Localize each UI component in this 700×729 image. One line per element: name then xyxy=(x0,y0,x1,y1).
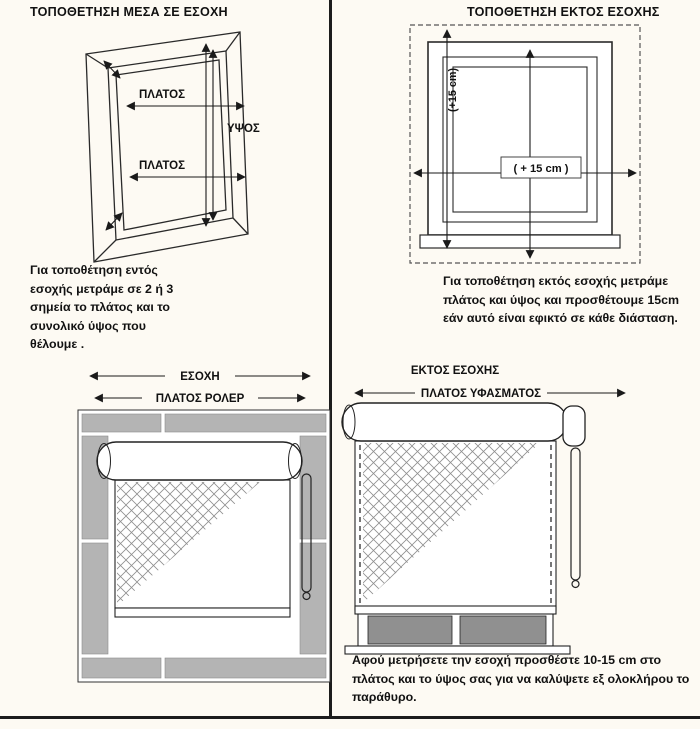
width-plus-label: ( + 15 cm ) xyxy=(513,163,568,175)
roller-tube xyxy=(96,441,303,481)
fabric-bottom-bar xyxy=(114,607,291,618)
window-pane-left xyxy=(367,615,453,645)
fabric-bottom-bar xyxy=(354,605,557,615)
inside-recess-window-diagram: ΠΛΑΤΟΣ ΥΨΟΣ ΠΛΑΤΟΣ xyxy=(85,31,260,263)
vertical-divider xyxy=(329,0,332,717)
fabric-net-texture xyxy=(363,443,540,603)
width-label-bottom: ΠΛΑΤΟΣ xyxy=(139,160,185,172)
fabric-width-label: ΠΛΑΤΟΣ ΥΦΑΣΜΑΤΟΣ xyxy=(421,388,541,400)
height-label: ΥΨΟΣ xyxy=(227,123,260,135)
outside-recess-window-diagram: (+15 cm) ( + 15 cm ) xyxy=(409,24,641,264)
outside-recess-labels: (+15 cm) ( + 15 cm ) xyxy=(447,67,582,179)
measurement-arrows xyxy=(103,43,246,231)
outside-recess-description: Για τοποθέτηση εκτός εσοχής μετράμε πλάτ… xyxy=(443,274,680,326)
recess-label: ΕΣΟΧΗ xyxy=(180,371,220,383)
window-behind xyxy=(344,607,571,655)
window-pane-right xyxy=(459,615,547,645)
roller-outside-description: Αφού μετρήσετε την εσοχή προσθέστε 10-15… xyxy=(352,653,690,705)
label-arrows xyxy=(89,371,311,403)
roller-width-label: ΠΛΑΤΟΣ ΡΟΛΕΡ xyxy=(156,393,245,405)
corner-arrow-top xyxy=(103,60,121,79)
pull-chain xyxy=(570,447,581,589)
outside-recess-title: ΤΟΠΟΘΕΤΗΣΗ ΕΚΤΟΣ ΕΣΟΧΗΣ xyxy=(467,5,660,19)
roller-inside-recess-diagram: ΕΣΟΧΗ ΠΛΑΤΟΣ ΡΟΛΕΡ xyxy=(77,371,331,683)
window-sill xyxy=(419,234,621,249)
width-label-top: ΠΛΑΤΟΣ xyxy=(139,89,185,101)
window-sill xyxy=(344,645,571,655)
roller-outside-recess-diagram: ΕΚΤΟΣ ΕΣΟΧΗΣ ΠΛΑΤΟΣ ΥΦΑΣΜΑΤΟΣ xyxy=(341,365,626,655)
inside-recess-description: Για τοποθέτηση εντός εσοχής μετράμε σε 2… xyxy=(30,263,174,352)
pull-chain xyxy=(301,473,312,601)
height-plus-label: (+15 cm) xyxy=(447,67,459,112)
width-plus-label-box xyxy=(500,156,582,179)
wall-blocks xyxy=(81,413,327,679)
outside-mount-dashed-outline xyxy=(409,24,641,264)
corner-arrow-bottom xyxy=(105,212,123,231)
window-frame xyxy=(419,41,621,249)
inside-recess-title: ΤΟΠΟΘΕΤΗΣΗ ΜΕΣΑ ΣΕ ΕΣΟΧΗ xyxy=(30,5,228,19)
end-bracket xyxy=(562,405,586,447)
roller-tube xyxy=(341,402,586,447)
fabric-net-texture xyxy=(117,482,260,606)
outside-recess-label: ΕΚΤΟΣ ΕΣΟΧΗΣ xyxy=(411,365,499,377)
bottom-divider xyxy=(0,716,700,719)
window-frame-perspective xyxy=(85,31,249,263)
inside-recess-labels: ΠΛΑΤΟΣ ΥΨΟΣ ΠΛΑΤΟΣ xyxy=(139,89,260,172)
